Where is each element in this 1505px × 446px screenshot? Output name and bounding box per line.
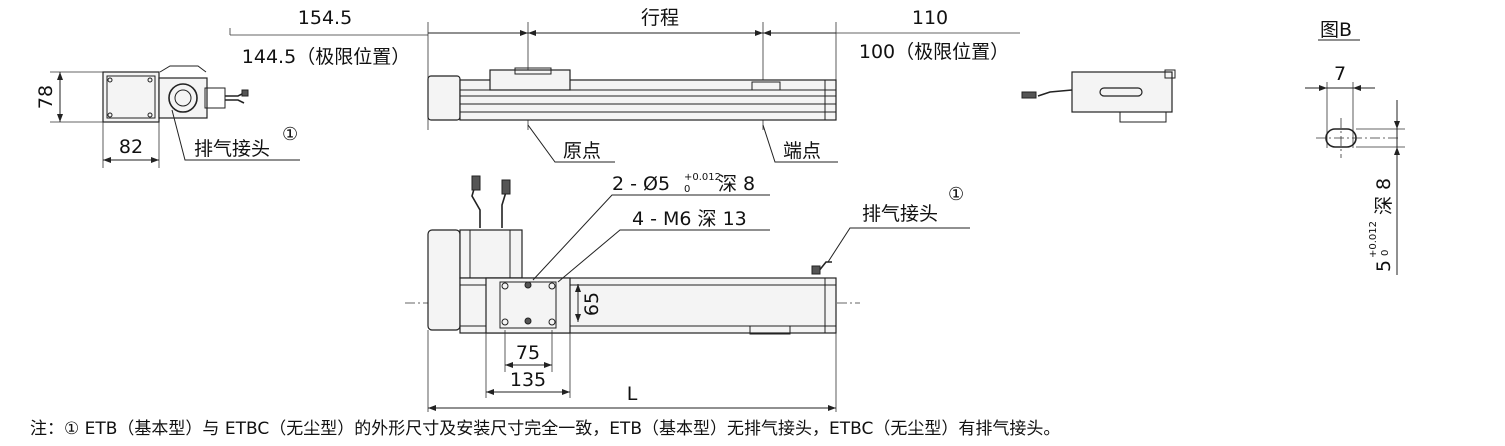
exhaust-fitting-plan: [817, 261, 832, 273]
exhaust-marker-plan: ①: [948, 184, 964, 205]
left-end-view: 78 82 排气接头 ①: [35, 65, 300, 168]
footnote: 注：① ETB（基本型）与 ETBC（无尘型）的外形尺寸及安装尺寸完全一致，ET…: [30, 419, 1060, 439]
pin-hole-tol-lower: 0: [684, 184, 690, 195]
motor-plan: [459, 229, 523, 279]
dim-65-text: 65: [581, 292, 603, 316]
detail-b: 图B 7 5 +0.012 0 深 8: [1305, 19, 1405, 275]
dim-75-text: 75: [516, 342, 540, 364]
exhaust-leader-plan: [827, 227, 970, 263]
end-label: 端点: [783, 140, 821, 162]
origin-label: 原点: [563, 140, 601, 162]
end-view-inner: [106, 75, 156, 119]
right-end-view: [1021, 69, 1176, 123]
end-view-body: [102, 71, 160, 123]
plan-view: 排气接头 ① 2 - Ø5 +0.012 0 深 8 4 - M6 深 13 6…: [405, 172, 970, 412]
stroke-text: 行程: [641, 7, 679, 29]
tapped-hole-leader: [557, 229, 770, 283]
top-side-view: 154.5 144.5（极限位置） 行程 110 100（极限位置） 原点 端点: [229, 7, 1020, 163]
dim-82-text: 82: [119, 136, 143, 158]
origin-leader: [527, 124, 615, 163]
dim-154-5-text: 154.5: [298, 7, 352, 29]
dim-100-text: 100（极限位置）: [859, 41, 1009, 63]
pin-hole-suffix: 深 8: [718, 173, 755, 195]
pin-hole-leader: [532, 194, 770, 281]
detail-b-width: 7: [1334, 63, 1346, 85]
pin-hole-tol-upper: +0.012: [684, 172, 721, 183]
dim-135-text: 135: [510, 369, 546, 391]
exhaust-label-left: 排气接头: [194, 138, 270, 160]
motor-cover-plan: [427, 229, 461, 331]
dim-110-text: 110: [912, 7, 948, 29]
dim-78-text: 78: [35, 85, 57, 109]
dim-L-text: L: [627, 383, 638, 405]
end-leader: [762, 124, 838, 163]
detail-b-diameter: 5: [1373, 260, 1395, 272]
exhaust-label-plan: 排气接头: [862, 203, 938, 225]
exhaust-leader-left: [171, 109, 300, 161]
motor-cover-top: [427, 75, 461, 121]
detail-b-title: 图B: [1320, 19, 1352, 41]
exhaust-port-circle: [168, 83, 198, 113]
carriage-top: [489, 69, 571, 91]
cable-2: [501, 191, 507, 228]
detail-b-tol-upper: +0.012: [1368, 221, 1379, 258]
exhaust-marker-left: ①: [282, 124, 298, 145]
tapped-hole-text: 4 - M6 深 13: [632, 208, 747, 230]
detail-b-depth: 深 8: [1373, 178, 1395, 215]
detail-b-tol-lower: 0: [1380, 250, 1391, 256]
dim-144-5-text: 144.5（极限位置）: [242, 46, 410, 68]
pin-hole-prefix: 2 - Ø5: [612, 173, 670, 195]
